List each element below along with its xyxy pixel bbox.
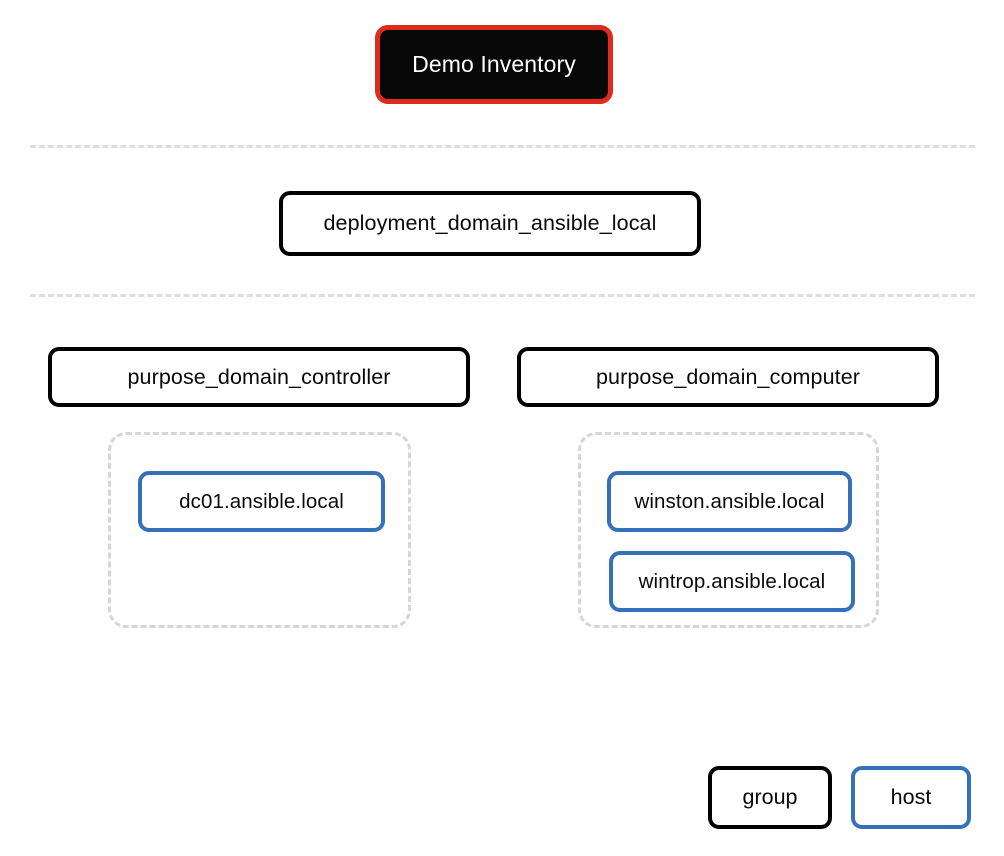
node-label: purpose_domain_controller (127, 364, 391, 389)
node-label: dc01.ansible.local (179, 489, 344, 513)
legend-item-host: host (851, 766, 971, 829)
rank-separator-2 (30, 294, 975, 297)
legend-label: group (742, 785, 798, 809)
legend-item-group: group (708, 766, 832, 829)
node-label: winston.ansible.local (634, 489, 825, 513)
rank-separator-1 (30, 145, 975, 148)
node-label: deployment_domain_ansible_local (323, 211, 657, 235)
node-label: wintrop.ansible.local (638, 569, 826, 593)
legend-label: host (890, 785, 932, 809)
node-root-demo-inventory[interactable]: Demo Inventory (375, 25, 613, 104)
node-group-deployment-domain-ansible-local[interactable]: deployment_domain_ansible_local (279, 191, 701, 256)
node-host-dc01-ansible-local[interactable]: dc01.ansible.local (138, 471, 385, 532)
node-label: Demo Inventory (412, 51, 576, 77)
node-host-wintrop-ansible-local[interactable]: wintrop.ansible.local (609, 551, 855, 612)
node-host-winston-ansible-local[interactable]: winston.ansible.local (607, 471, 852, 532)
node-group-purpose-domain-computer[interactable]: purpose_domain_computer (517, 347, 939, 407)
node-group-purpose-domain-controller[interactable]: purpose_domain_controller (48, 347, 470, 407)
host-cluster-purpose-domain-controller: dc01.ansible.local (108, 432, 411, 628)
node-label: purpose_domain_computer (595, 364, 861, 389)
host-cluster-purpose-domain-computer: winston.ansible.local wintrop.ansible.lo… (578, 432, 879, 628)
